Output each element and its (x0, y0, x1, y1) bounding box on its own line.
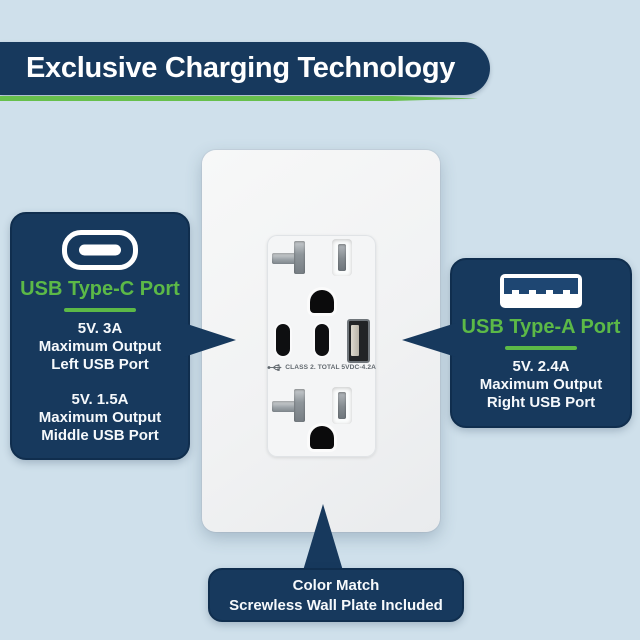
usb-trident-icon (267, 364, 282, 371)
green-divider (64, 308, 136, 312)
neutral-t-slot-arm (272, 401, 302, 412)
outlet-receptacle-top (267, 237, 376, 315)
neutral-t-slot (294, 389, 305, 422)
green-divider (505, 346, 577, 350)
banner-underline-accent (0, 96, 478, 101)
outlet-receptacle-bottom (267, 385, 376, 463)
hot-slot (332, 387, 352, 424)
usb-type-c-title: USB Type-C Port (20, 278, 180, 300)
usb-type-a-icon (500, 274, 582, 308)
spec-middle-usb: 5V. 1.5A Maximum Output Middle USB Port (38, 391, 162, 444)
wall-plate-callout: Color Match Screwless Wall Plate Include… (208, 568, 464, 622)
spec-right-usb: 5V. 2.4A Maximum Output Right USB Port (479, 358, 603, 411)
page-title: Exclusive Charging Technology (26, 52, 456, 84)
wall-plate-callout-line: Color Match (292, 576, 380, 594)
wall-plate-callout-line: Screwless Wall Plate Included (229, 596, 443, 614)
usb-type-c-icon (62, 230, 138, 270)
usb-type-a-title: USB Type-A Port (461, 316, 621, 338)
usb-type-a-callout: USB Type-A Port 5V. 2.4A Maximum Output … (450, 258, 632, 428)
rating-label: CLASS 2. TOTAL 5VDC-4.2A (285, 364, 376, 371)
title-banner: Exclusive Charging Technology (0, 42, 490, 95)
usb-c-port-left (276, 324, 290, 356)
rating-label-row: CLASS 2. TOTAL 5VDC-4.2A (267, 363, 376, 372)
neutral-t-slot-arm (272, 253, 302, 264)
usb-c-port-middle (315, 324, 329, 356)
spec-left-usb: 5V. 3A Maximum Output Left USB Port (38, 320, 162, 373)
neutral-t-slot (294, 241, 305, 274)
outlet-device: CLASS 2. TOTAL 5VDC-4.2A (267, 235, 376, 457)
hot-slot (332, 239, 352, 276)
usb-type-c-callout: USB Type-C Port 5V. 3A Maximum Output Le… (10, 212, 190, 460)
usb-a-port (347, 319, 370, 363)
wall-plate: CLASS 2. TOTAL 5VDC-4.2A (202, 150, 440, 532)
ground-hole (310, 426, 334, 449)
ground-hole (310, 290, 334, 313)
